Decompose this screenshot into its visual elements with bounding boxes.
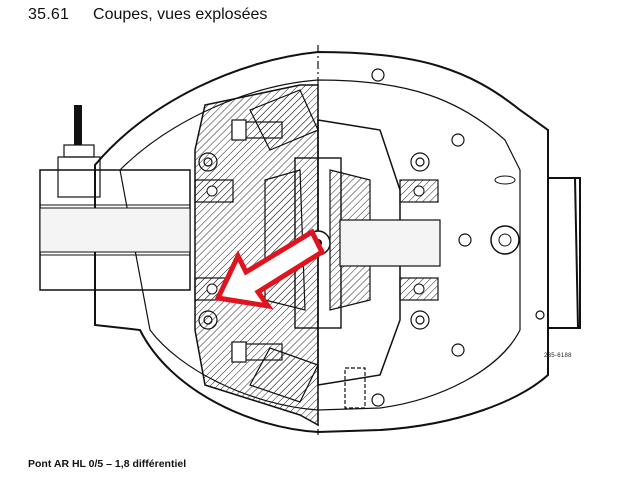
carrier-body: [194, 84, 319, 427]
page-header: 35.61 Coupes, vues explosées: [28, 6, 267, 24]
section-number: 35.61: [28, 6, 70, 23]
breather-stud: [74, 105, 82, 145]
figure-reference: 235-6188: [544, 353, 572, 359]
differential-drawing: 235-6188: [0, 30, 640, 440]
housing-bolt-holes: [198, 68, 545, 407]
red-arrow-indicator: [214, 228, 326, 310]
bearing-left-top: [194, 179, 234, 203]
ring-gear: [249, 89, 319, 151]
output-flange: [547, 177, 581, 329]
differential-svg: [39, 45, 581, 435]
drain-plug: [344, 367, 366, 409]
bearing-right-top: [399, 179, 439, 203]
bearing-right-bottom: [399, 277, 439, 301]
section-title: Coupes, vues explosées: [93, 6, 268, 23]
figure-caption: Pont AR HL 0/5 – 1,8 différentiel: [28, 458, 187, 470]
